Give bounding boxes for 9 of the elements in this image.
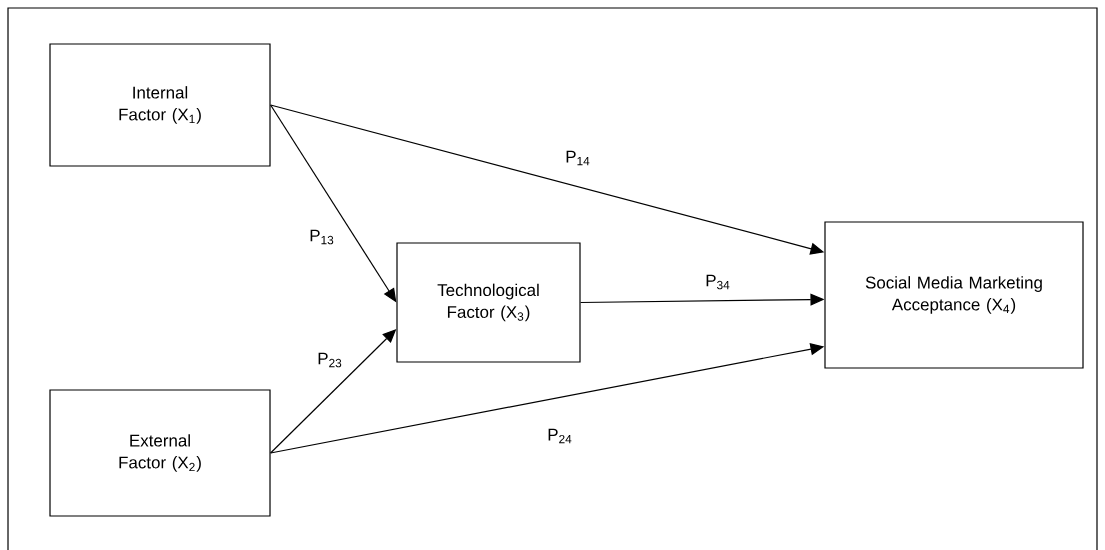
path-label: P$_{24}$ [545, 426, 575, 446]
factor-box: Technological Factor (X$_{3}$) [396, 242, 581, 363]
factor-box: External Factor (X$_{2}$) [49, 389, 271, 517]
factor-box: Internal Factor (X$_{1}$) [49, 43, 271, 167]
path-label: P$_{14}$ [563, 148, 593, 168]
factor-box: Social Media Marketing Acceptance (X$_{4}$) [824, 221, 1084, 369]
path-label: P$_{23}$ [315, 350, 345, 370]
path-label: P$_{13}$ [307, 227, 337, 247]
path-label: P$_{34}$ [703, 272, 733, 292]
